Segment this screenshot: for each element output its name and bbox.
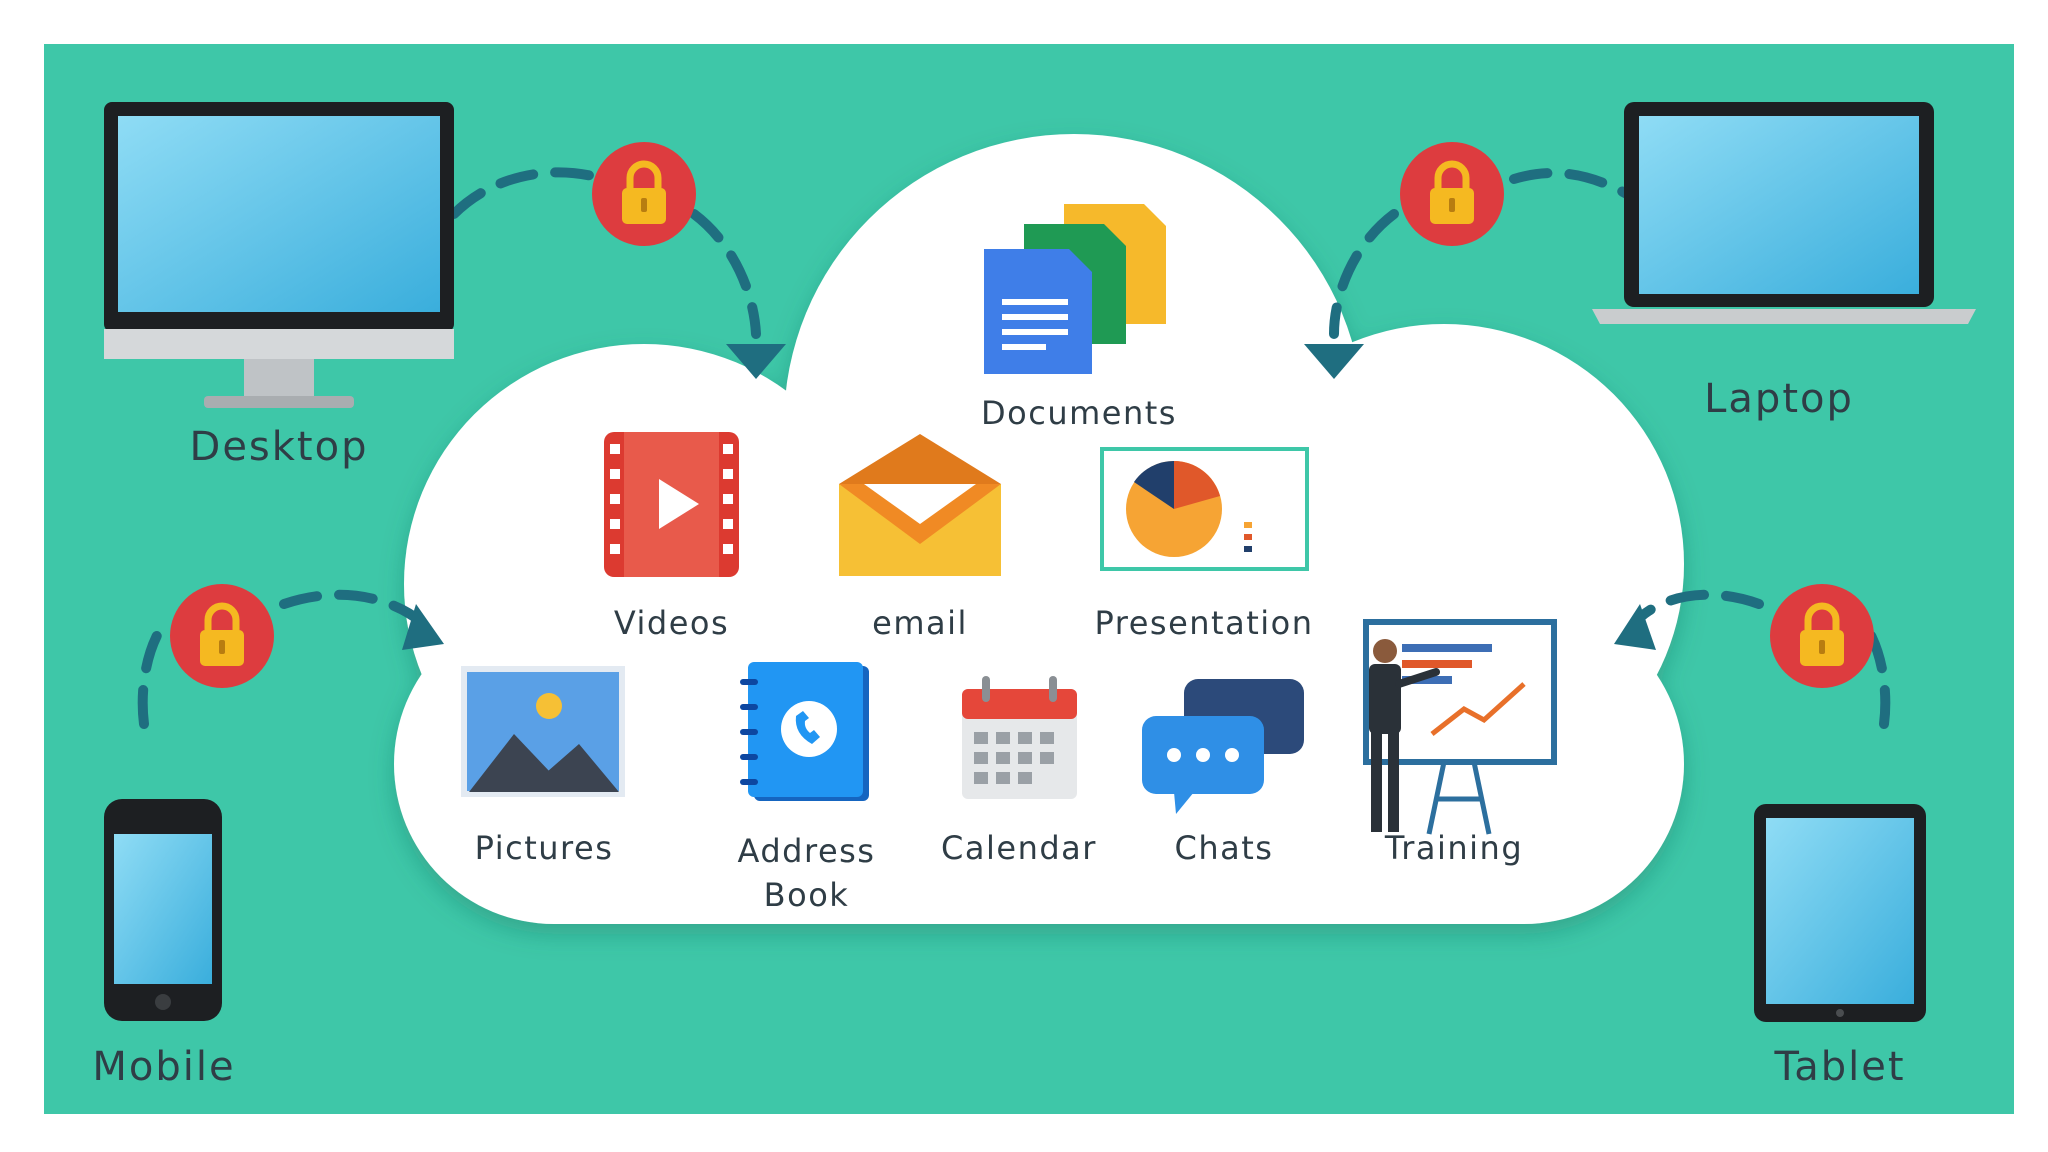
mobile-phone-icon [104, 799, 222, 1021]
address-book-label-line1: Address [737, 832, 876, 870]
videos-label: Videos [613, 604, 730, 642]
arrow-desktop [726, 344, 786, 379]
connector-laptop-cloud [1329, 209, 1399, 339]
connector-desktop-cloud [689, 209, 761, 339]
picture-icon [461, 666, 625, 797]
laptop-icon [1592, 102, 1976, 324]
chats-label: Chats [1174, 829, 1274, 867]
address-book-icon [740, 662, 869, 801]
connector-desktop [449, 167, 609, 219]
arrow-mobile [402, 604, 444, 650]
padlock-icon [170, 584, 274, 688]
pie-chart-presentation-icon [1100, 447, 1309, 571]
pictures-label: Pictures [474, 829, 614, 867]
address-book-label: Address Book [714, 829, 899, 917]
calendar-label: Calendar [941, 829, 1097, 867]
diagram-canvas [44, 44, 2014, 1114]
chat-bubbles-icon [1142, 679, 1304, 814]
address-book-label-line2: Book [763, 876, 850, 914]
training-label: Training [1384, 829, 1524, 867]
presentation-label: Presentation [1094, 604, 1314, 642]
mobile-label: Mobile [92, 1044, 236, 1090]
arrowheads [402, 344, 1656, 650]
email-label: email [872, 604, 968, 642]
desktop-monitor-icon [104, 102, 454, 408]
padlock-icon [592, 142, 696, 246]
laptop-label: Laptop [1704, 376, 1854, 422]
padlock-icon [1770, 584, 1874, 688]
padlock-icon [1400, 142, 1504, 246]
arrow-tablet [1614, 604, 1656, 650]
training-board-icon [1363, 619, 1557, 835]
tablet-label: Tablet [1774, 1044, 1906, 1090]
calendar-icon [962, 676, 1077, 799]
connector-tablet [1859, 619, 1891, 729]
video-film-icon [604, 432, 739, 577]
connector-mobile [137, 619, 169, 729]
diagram-panel: Desktop Laptop Mobile Tablet Documents V… [44, 44, 2014, 1114]
arrow-laptop [1304, 344, 1364, 379]
desktop-label: Desktop [189, 424, 369, 470]
tablet-icon [1754, 804, 1926, 1022]
documents-icon [984, 204, 1166, 374]
envelope-icon [839, 434, 1001, 576]
documents-label: Documents [981, 394, 1177, 432]
